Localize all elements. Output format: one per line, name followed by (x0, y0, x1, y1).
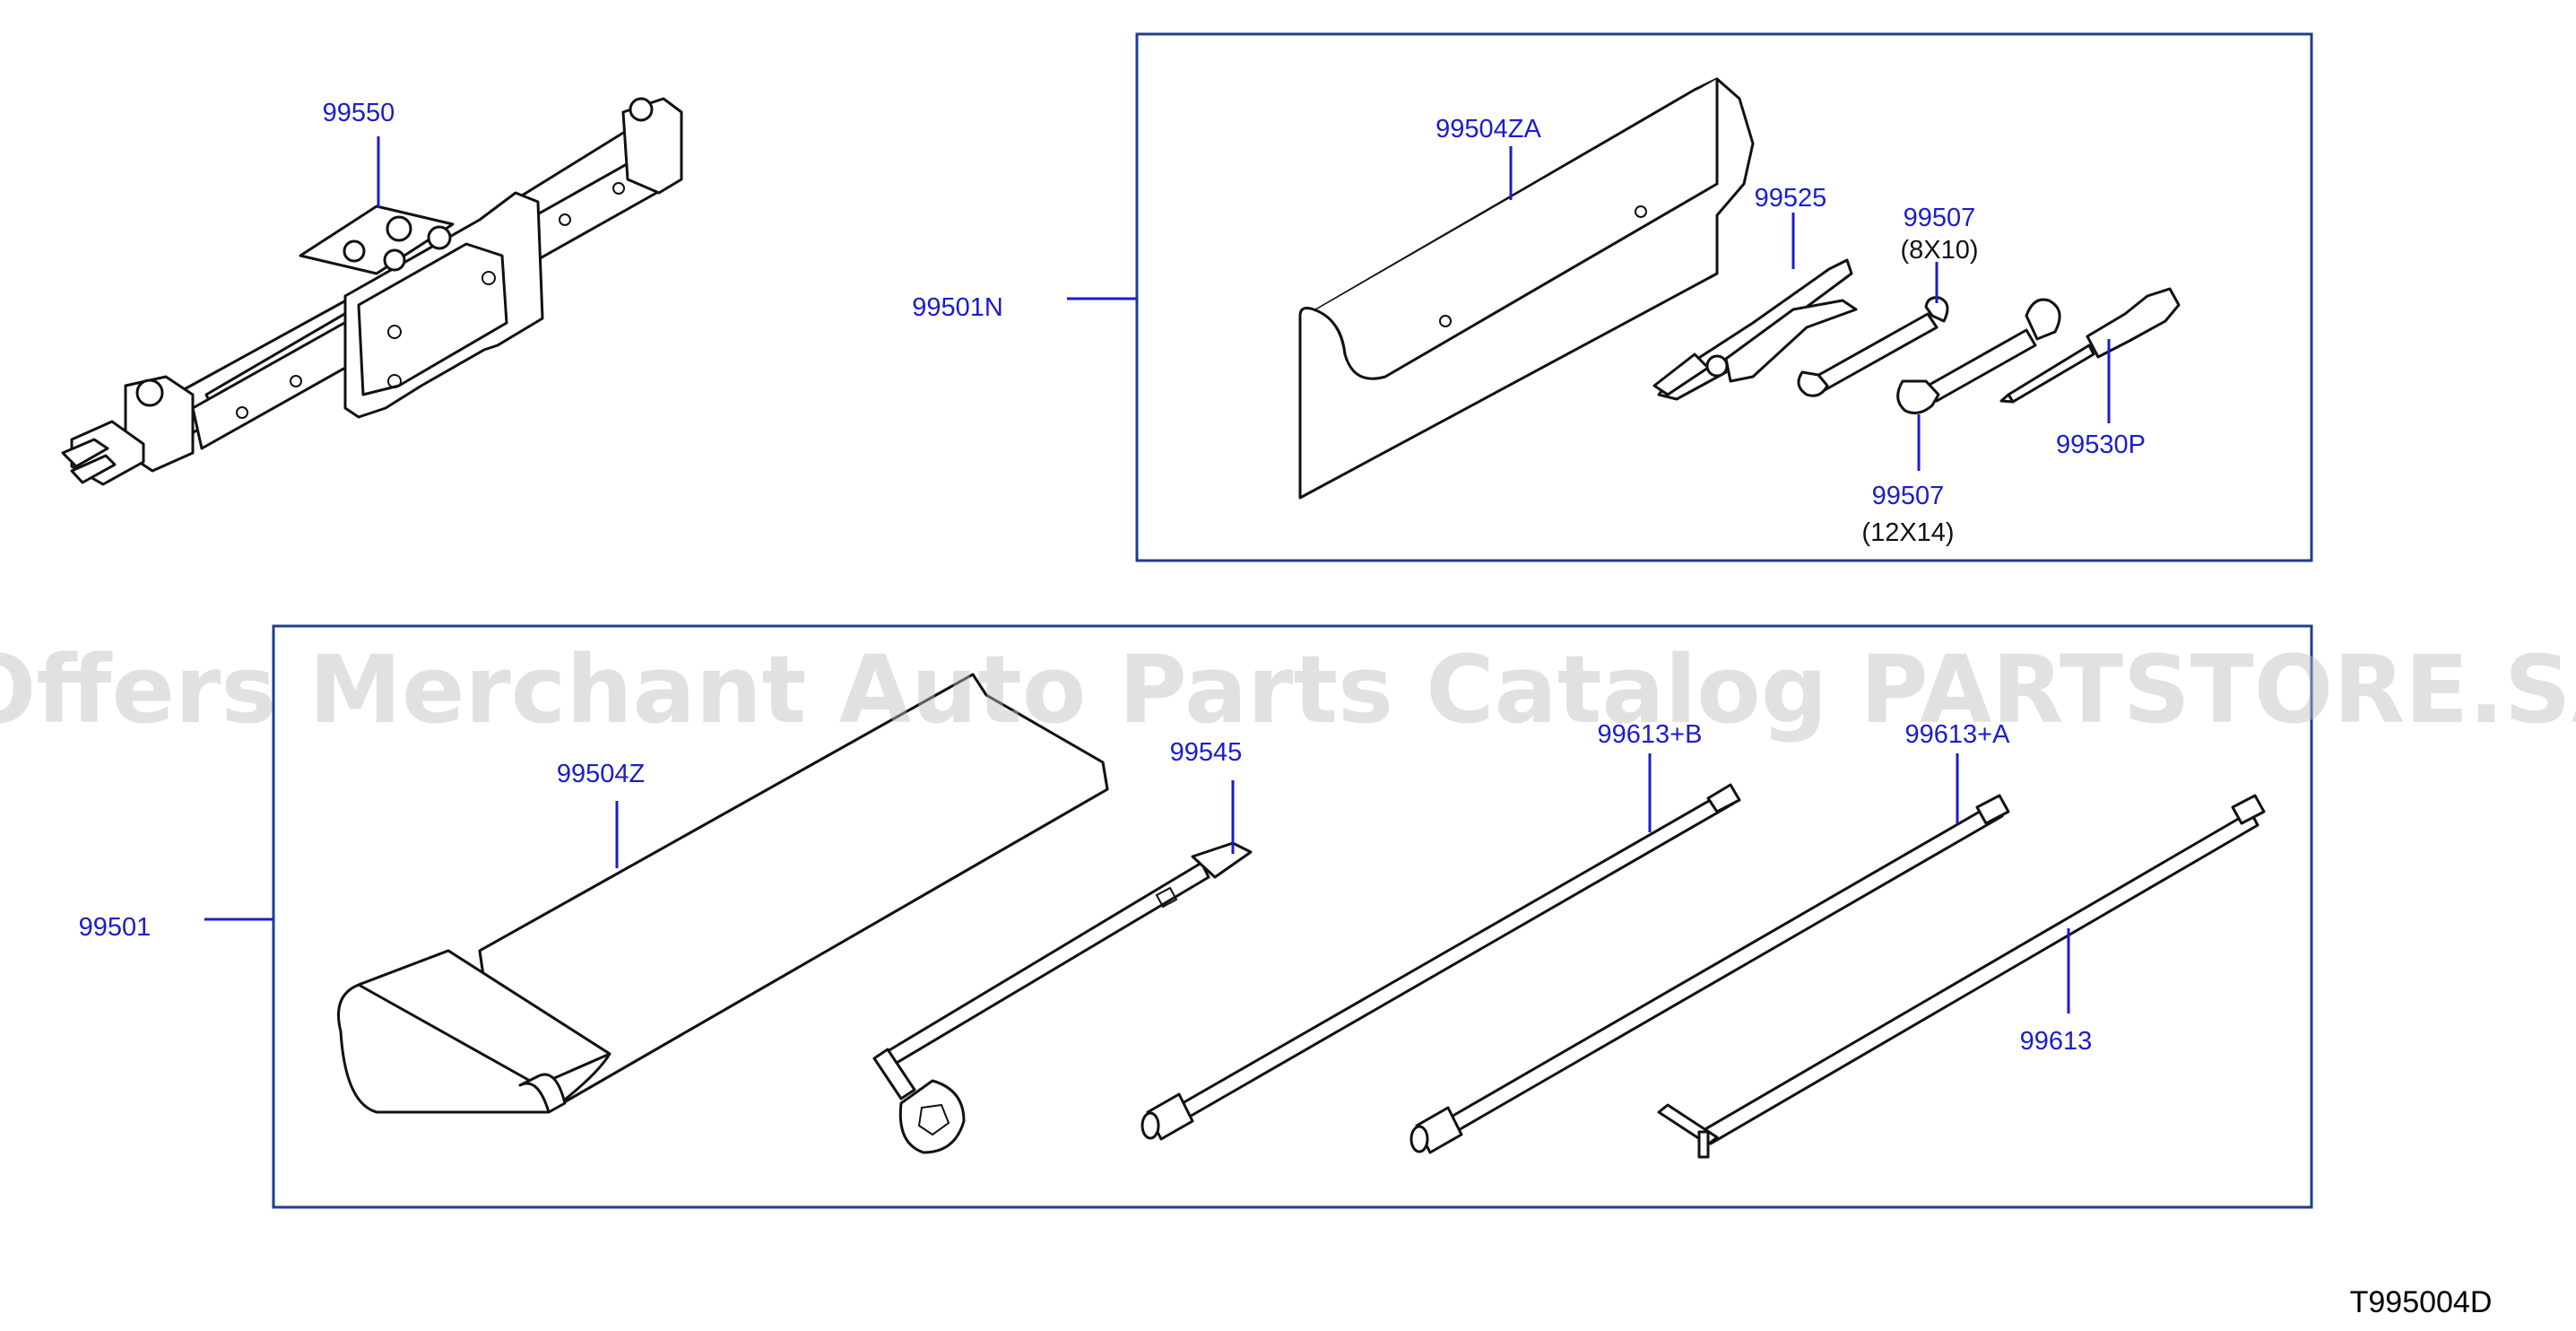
jack-handle-drawing (1657, 794, 2266, 1159)
upper-tool-bag-drawing (1298, 77, 1755, 500)
label-tool-kit-lower[interactable]: 99501 (79, 913, 152, 942)
diagram-code: T995004D (2350, 1285, 2493, 1319)
label-jack-handle-a[interactable]: 99613+A (1905, 720, 2011, 749)
large-wrench-drawing (1896, 298, 2061, 414)
lower-kit-box (272, 624, 2313, 1209)
label-pliers[interactable]: 99525 (1755, 184, 1827, 213)
label-screwdriver[interactable]: 99530P (2056, 431, 2146, 459)
small-wrench-drawing (1797, 296, 1949, 397)
wheel-wrench-drawing (872, 841, 1253, 1154)
watermark-text: Offers Merchant Auto Parts Catalog PARTS… (0, 635, 2576, 744)
lower-tool-bag-drawing (337, 673, 1109, 1114)
label-tool-kit-upper[interactable]: 99501N (912, 293, 1003, 322)
jack-handle-b-drawing (1141, 783, 1741, 1141)
label-tool-bag-lower[interactable]: 99504Z (557, 760, 645, 788)
jack-handle-a-drawing (1409, 794, 2010, 1154)
label-wheel-wrench[interactable]: 99545 (1170, 738, 1243, 767)
label-jack[interactable]: 99550 (323, 99, 395, 127)
label-wrench-small-size: (8X10) (1900, 236, 1978, 265)
label-wrench-large[interactable]: 99507 (1872, 482, 1945, 510)
scissor-jack-drawing (61, 97, 683, 486)
label-tool-bag-upper[interactable]: 99504ZA (1435, 115, 1541, 144)
label-wrench-large-size: (12X14) (1861, 518, 1954, 547)
label-jack-handle[interactable]: 99613 (2020, 1027, 2093, 1056)
label-jack-handle-b[interactable]: 99613+B (1598, 720, 1703, 749)
label-wrench-small[interactable]: 99507 (1904, 204, 1976, 232)
pliers-drawing (1652, 258, 1858, 401)
